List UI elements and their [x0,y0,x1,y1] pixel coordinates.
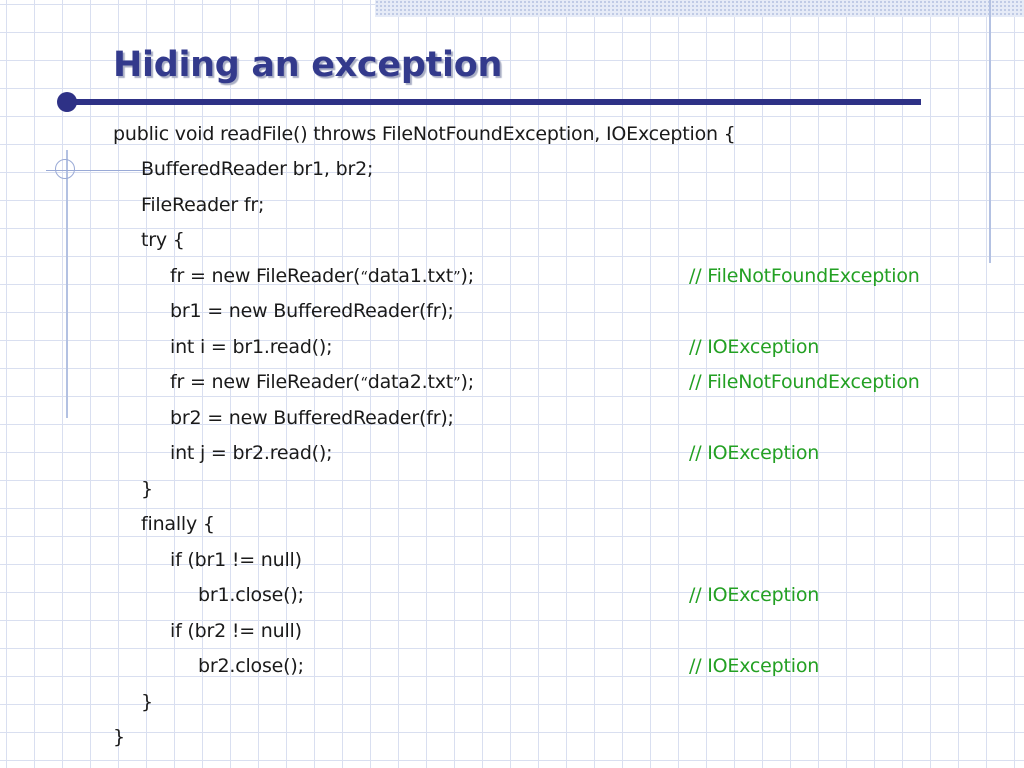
close-quote: ” [453,374,461,392]
code-line-if-br1: if (br1 != null) [170,549,302,571]
comment-ioexception-3: // IOException [689,584,820,606]
code-line-try-open: try { [141,229,185,251]
code-line-br1-assign: br1 = new BufferedReader(fr); [170,300,454,322]
comment-ioexception-2: // IOException [689,442,820,464]
open-quote: “ [360,268,368,286]
filename-arg: data2.txt [367,371,454,393]
comment-ioexception-4: // IOException [689,655,820,677]
code-line-filereader-declaration: FileReader fr; [141,194,265,216]
code-line-reader-declarations: BufferedReader br1, br2; [141,158,374,180]
filename-arg: data1.txt [367,265,454,287]
comment-ioexception-1: // IOException [689,336,820,358]
comment-filenotfound-2: // FileNotFoundException [689,371,920,393]
code-line-close-br1: br1.close(); [198,584,304,606]
title-bullet-dot [57,92,77,112]
code-line-read-br2: int j = br2.read(); [170,442,333,464]
code-line-close-br2: br2.close(); [198,655,304,677]
code-line-method-close: } [113,726,125,748]
code-line-read-br1: int i = br1.read(); [170,336,333,358]
code-line-finally-close: } [141,691,153,713]
code-line-open-data1: fr = new FileReader(“data1.txt”); [170,264,474,289]
code-text: ); [460,265,474,287]
open-quote: “ [360,374,368,392]
comment-filenotfound-1: // FileNotFoundException [689,265,920,287]
code-text: ); [460,371,474,393]
code-text: fr = new FileReader( [170,371,361,393]
decorative-circle [55,159,75,179]
left-decorative-crossbar [46,170,150,171]
code-line-open-data2: fr = new FileReader(“data2.txt”); [170,370,474,395]
right-decorative-line [989,0,991,263]
code-text: fr = new FileReader( [170,265,361,287]
code-line-br2-assign: br2 = new BufferedReader(fr); [170,407,454,429]
code-line-finally-open: finally { [141,513,215,535]
code-line-if-br2: if (br2 != null) [170,620,302,642]
title-underline [66,99,921,105]
top-decorative-band [375,0,1024,17]
close-quote: ” [453,268,461,286]
slide-title: Hiding an exception [113,45,503,85]
code-line-method-signature: public void readFile() throws FileNotFou… [113,123,736,145]
left-decorative-line [66,150,68,418]
code-line-try-close: } [141,478,153,500]
